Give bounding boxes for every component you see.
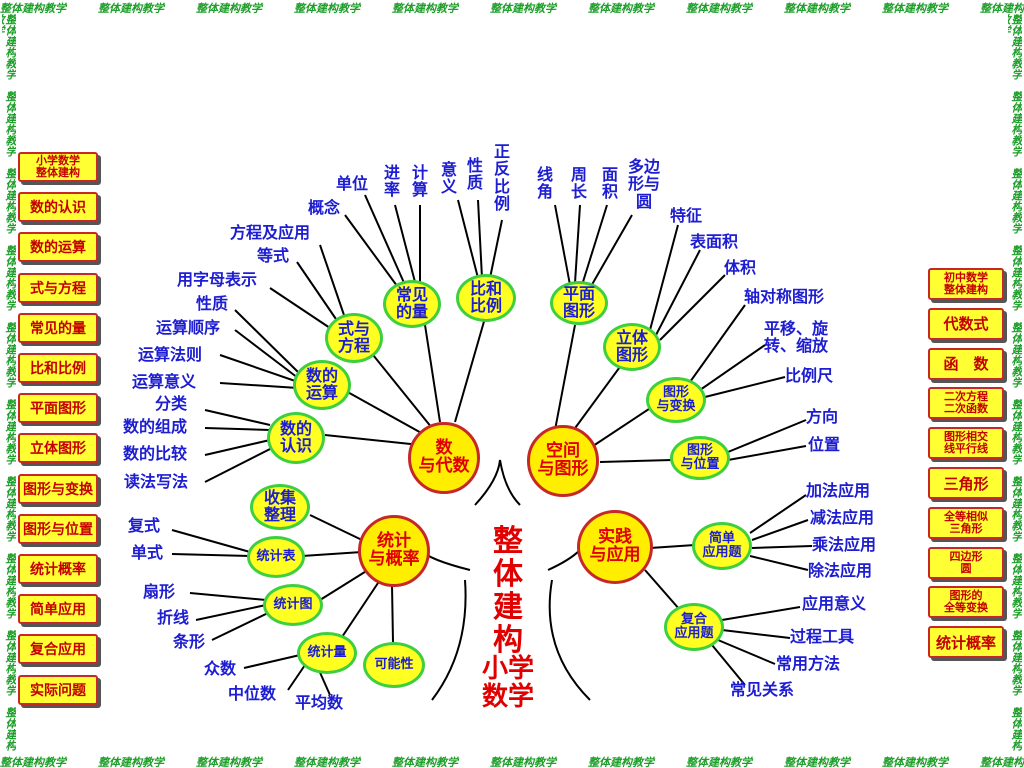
leaf-fushi: 复式 [128, 516, 161, 535]
leaf-shanxing: 扇形 [143, 582, 176, 601]
leaf-pingjunshu: 平均数 [295, 693, 344, 712]
node-practice[interactable]: 实践 与应用 [577, 510, 653, 584]
leaf-bili-yiyi: 意 义 [441, 160, 458, 197]
left-menu-item-9[interactable]: 图形与位置 [18, 513, 98, 544]
watermark-left: 整体建构教学 整体建构教学 整体建构教学 整体建构教学 整体建构教学 整体建构教… [2, 14, 16, 751]
leaf-fazhe: 运算法则 [138, 345, 203, 364]
right-menu-item-9[interactable]: 统计概率 [928, 626, 1004, 659]
node-jiandan[interactable]: 简单 应用题 [692, 522, 752, 570]
node-shu-yunsuan[interactable]: 数的 运算 [293, 360, 351, 410]
leaf-danwei: 单位 [336, 174, 369, 193]
leaf-dengshi: 等式 [257, 246, 290, 265]
leaf-jinlv: 进 率 [384, 163, 401, 200]
left-menu-item-4[interactable]: 常见的量 [18, 312, 98, 343]
leaf-zhengfan: 正 反 比 例 [494, 142, 511, 213]
node-changjian-liang[interactable]: 常见 的量 [383, 280, 441, 328]
leaf-tiji: 体积 [724, 258, 757, 277]
leaf-yiyi: 运算意义 [132, 372, 197, 391]
leaf-mianji: 面 积 [602, 165, 619, 202]
node-shu-renshi[interactable]: 数的 认识 [267, 412, 325, 464]
left-menu-item-6[interactable]: 平面图形 [18, 393, 98, 424]
watermark-top: 整体建构教学整体建构教学整体建构教学整体建构教学整体建构教学整体建构教学整体建构… [0, 2, 1024, 14]
right-menu-item-4[interactable]: 图形相交 线平行线 [928, 427, 1004, 460]
leaf-jisuan: 计 算 [412, 163, 429, 200]
leaf-chufa: 除法应用 [808, 561, 873, 580]
right-menu-item-7[interactable]: 四边形 圆 [928, 546, 1004, 579]
node-number-algebra[interactable]: 数 与代数 [408, 422, 480, 494]
node-weizhi[interactable]: 图形 与位置 [670, 436, 730, 480]
leaf-bijiao: 数的比较 [123, 444, 188, 463]
leaf-zhongshu: 众数 [204, 659, 237, 678]
watermark-right: 整体建构教学 整体建构教学 整体建构教学 整体建构教学 整体建构教学 整体建构教… [1008, 14, 1022, 751]
leaf-gainian: 概念 [308, 198, 341, 217]
left-menu-item-13[interactable]: 实际问题 [18, 674, 98, 705]
leaf-zhongweishu: 中位数 [228, 684, 277, 703]
leaf-duxie: 读法写法 [124, 472, 189, 491]
center-title: 整 体 建 构 [493, 524, 523, 658]
left-menu-item-5[interactable]: 比和比例 [18, 353, 98, 383]
node-pingmian[interactable]: 平面 图形 [550, 281, 608, 325]
leaf-changyong: 常用方法 [776, 654, 841, 673]
node-liti[interactable]: 立体 图形 [603, 323, 661, 371]
node-bi-bili[interactable]: 比和 比例 [456, 274, 516, 322]
leaf-shunxu: 运算顺序 [156, 318, 221, 337]
leaf-jiafa: 加法应用 [806, 481, 871, 500]
center-subtitle: 小学 数学 [481, 654, 534, 712]
leaf-zucheng: 数的组成 [123, 417, 188, 436]
node-bianhuan[interactable]: 图形 与变换 [646, 377, 706, 423]
right-menu-item-2[interactable]: 函 数 [928, 347, 1004, 380]
node-shouji[interactable]: 收集 整理 [250, 484, 310, 530]
right-menu-item-0[interactable]: 初中数学 整体建构 [928, 268, 1004, 300]
leaf-biaomianji: 表面积 [690, 232, 739, 251]
watermark-bottom: 整体建构教学整体建构教学整体建构教学整体建构教学整体建构教学整体建构教学整体建构… [0, 756, 1024, 768]
node-tongjibiao[interactable]: 统计表 [247, 536, 305, 578]
leaf-zimu: 用字母表示 [177, 270, 258, 289]
right-menu-item-8[interactable]: 图形的 全等变换 [928, 586, 1004, 619]
node-fuhe[interactable]: 复合 应用题 [664, 603, 724, 651]
leaf-fangxiang: 方向 [806, 407, 839, 426]
node-space-geometry[interactable]: 空间 与图形 [527, 425, 599, 497]
left-menu-item-7[interactable]: 立体图形 [18, 433, 98, 464]
leaf-fenlei: 分类 [155, 394, 188, 413]
left-menu-item-1[interactable]: 数的认识 [18, 192, 98, 223]
leaf-tezheng: 特征 [670, 206, 703, 225]
left-menu-item-2[interactable]: 数的运算 [18, 232, 98, 263]
left-menu-item-0[interactable]: 小学数学 整体建构 [18, 152, 98, 182]
leaf-xingzhi: 性质 [196, 294, 229, 313]
leaf-zhexian: 折线 [157, 608, 190, 627]
left-menu-item-11[interactable]: 简单应用 [18, 594, 98, 625]
left-menu-item-10[interactable]: 统计概率 [18, 554, 98, 584]
leaf-chengfa: 乘法应用 [812, 535, 877, 554]
node-shi-fangcheng[interactable]: 式与 方程 [325, 313, 383, 363]
left-menu-item-3[interactable]: 式与方程 [18, 272, 98, 303]
leaf-duobianxing: 多边 形与 圆 [628, 157, 661, 211]
right-menu-item-1[interactable]: 代数式 [928, 307, 1004, 340]
right-menu-item-3[interactable]: 二次方程 二次函数 [928, 387, 1004, 420]
leaf-weizhi: 位置 [808, 435, 841, 454]
leaf-jianfa: 减法应用 [810, 508, 875, 527]
right-menu-item-5[interactable]: 三角形 [928, 467, 1004, 499]
leaf-yingyong-yiyi: 应用意义 [802, 594, 867, 613]
node-statistics[interactable]: 统计 与概率 [358, 515, 430, 587]
leaf-fangcheng: 方程及应用 [230, 223, 311, 242]
leaf-danshi: 单式 [131, 543, 164, 562]
node-kenengxing[interactable]: 可能性 [363, 642, 425, 688]
leaf-zhouchang: 周 长 [571, 165, 588, 202]
left-menu-item-8[interactable]: 图形与变换 [18, 473, 98, 504]
leaf-changjian-guanxi: 常见关系 [730, 680, 795, 699]
node-tongjitu[interactable]: 统计图 [263, 584, 323, 626]
right-menu-item-6[interactable]: 全等相似 三角形 [928, 506, 1004, 539]
leaf-bilichi: 比例尺 [785, 366, 834, 385]
leaf-bili-xingzhi: 性 质 [467, 156, 484, 193]
leaf-duichen: 轴对称图形 [744, 287, 825, 306]
leaf-guocheng: 过程工具 [790, 627, 855, 646]
leaf-pingyi: 平移、旋 转、缩放 [764, 319, 829, 356]
leaf-xianjiao: 线 角 [537, 165, 554, 202]
leaf-tiaoxing: 条形 [173, 632, 206, 651]
left-menu-item-12[interactable]: 复合应用 [18, 634, 98, 665]
node-tongjiliang[interactable]: 统计量 [297, 632, 357, 674]
